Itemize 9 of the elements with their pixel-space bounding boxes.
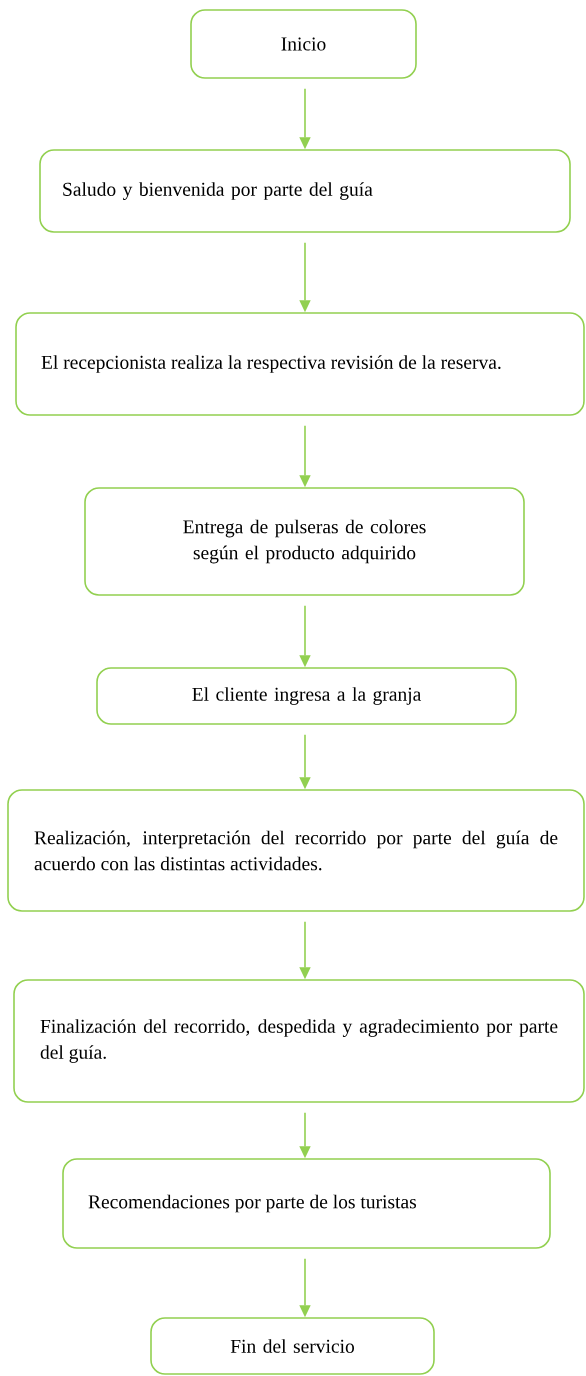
process-box: Fin del servicio — [150, 1317, 435, 1375]
process-box: Saludo y bienvenida por parte del guía — [39, 149, 571, 233]
process-box: El cliente ingresa a la granja — [96, 667, 517, 725]
process-box: Finalización del recorrido, despedida y agradecimiento por parte del guía. — [13, 979, 585, 1103]
process-box: Realización, interpretación del recorrido por parte del guía de acuerdo con las distintas actividades. — [7, 789, 585, 912]
process-box: Recomendaciones por parte de los turistas — [62, 1158, 551, 1249]
process-box: Inicio — [190, 9, 417, 79]
process-box: Entrega de pulseras de colores según el producto adquirido — [84, 487, 525, 596]
process-box: El recepcionista realiza la respectiva revisión de la reserva. — [15, 312, 585, 416]
